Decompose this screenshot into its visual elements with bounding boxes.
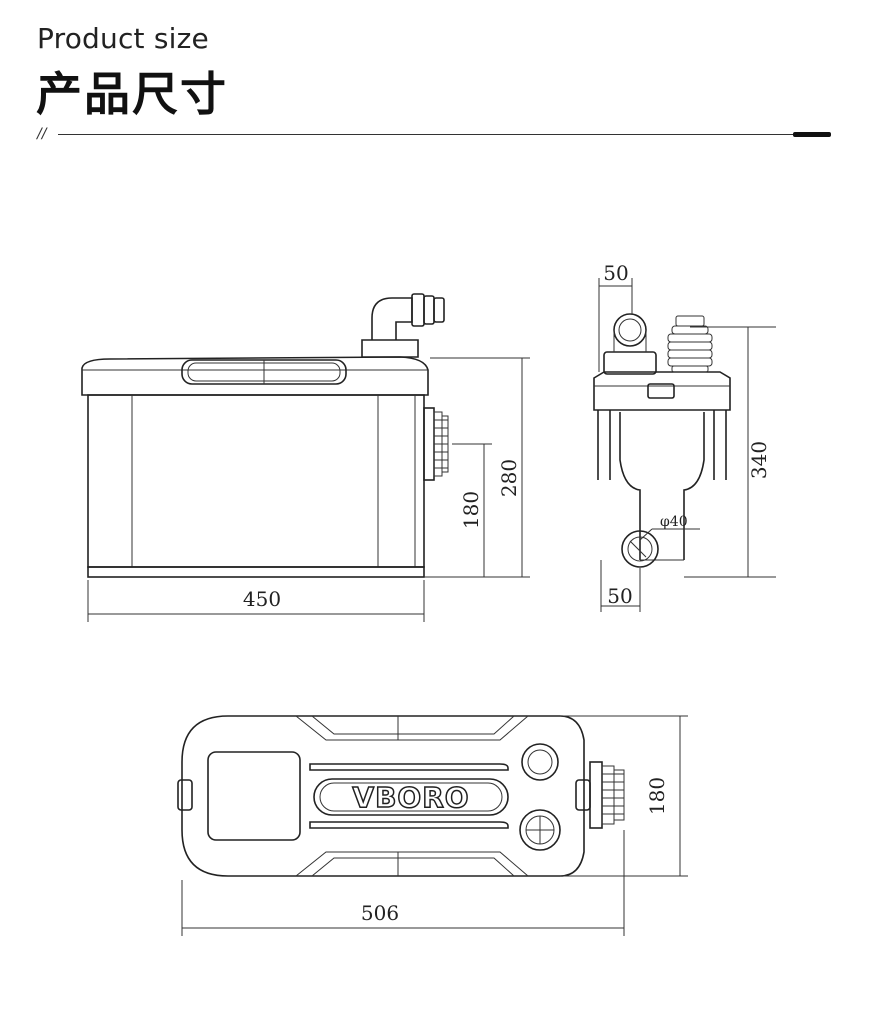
title-english: Product size	[37, 22, 209, 55]
dim-top-width: 180	[645, 777, 669, 815]
dim-side-inlet-diameter: φ40	[660, 514, 688, 530]
dim-front-height: 280	[497, 459, 521, 497]
dim-side-height: 340	[747, 441, 771, 479]
brand-logo: VBORO	[352, 781, 469, 814]
title-chinese: 产品尺寸	[36, 67, 228, 121]
dim-front-outlet-height: 180	[459, 491, 483, 529]
side-view: 50 340 φ40 50	[593, 261, 776, 612]
top-view: VBORO 180 506	[177, 715, 688, 936]
dim-side-top-offset: 50	[603, 261, 628, 285]
header-divider	[58, 134, 793, 135]
dim-top-length: 506	[361, 901, 399, 925]
front-view: 450 180 280	[81, 293, 530, 622]
header-divider-accent	[793, 132, 831, 137]
slashes-decoration: //	[37, 126, 47, 142]
dim-front-width: 450	[243, 587, 281, 611]
dim-side-bottom-offset: 50	[607, 584, 632, 608]
